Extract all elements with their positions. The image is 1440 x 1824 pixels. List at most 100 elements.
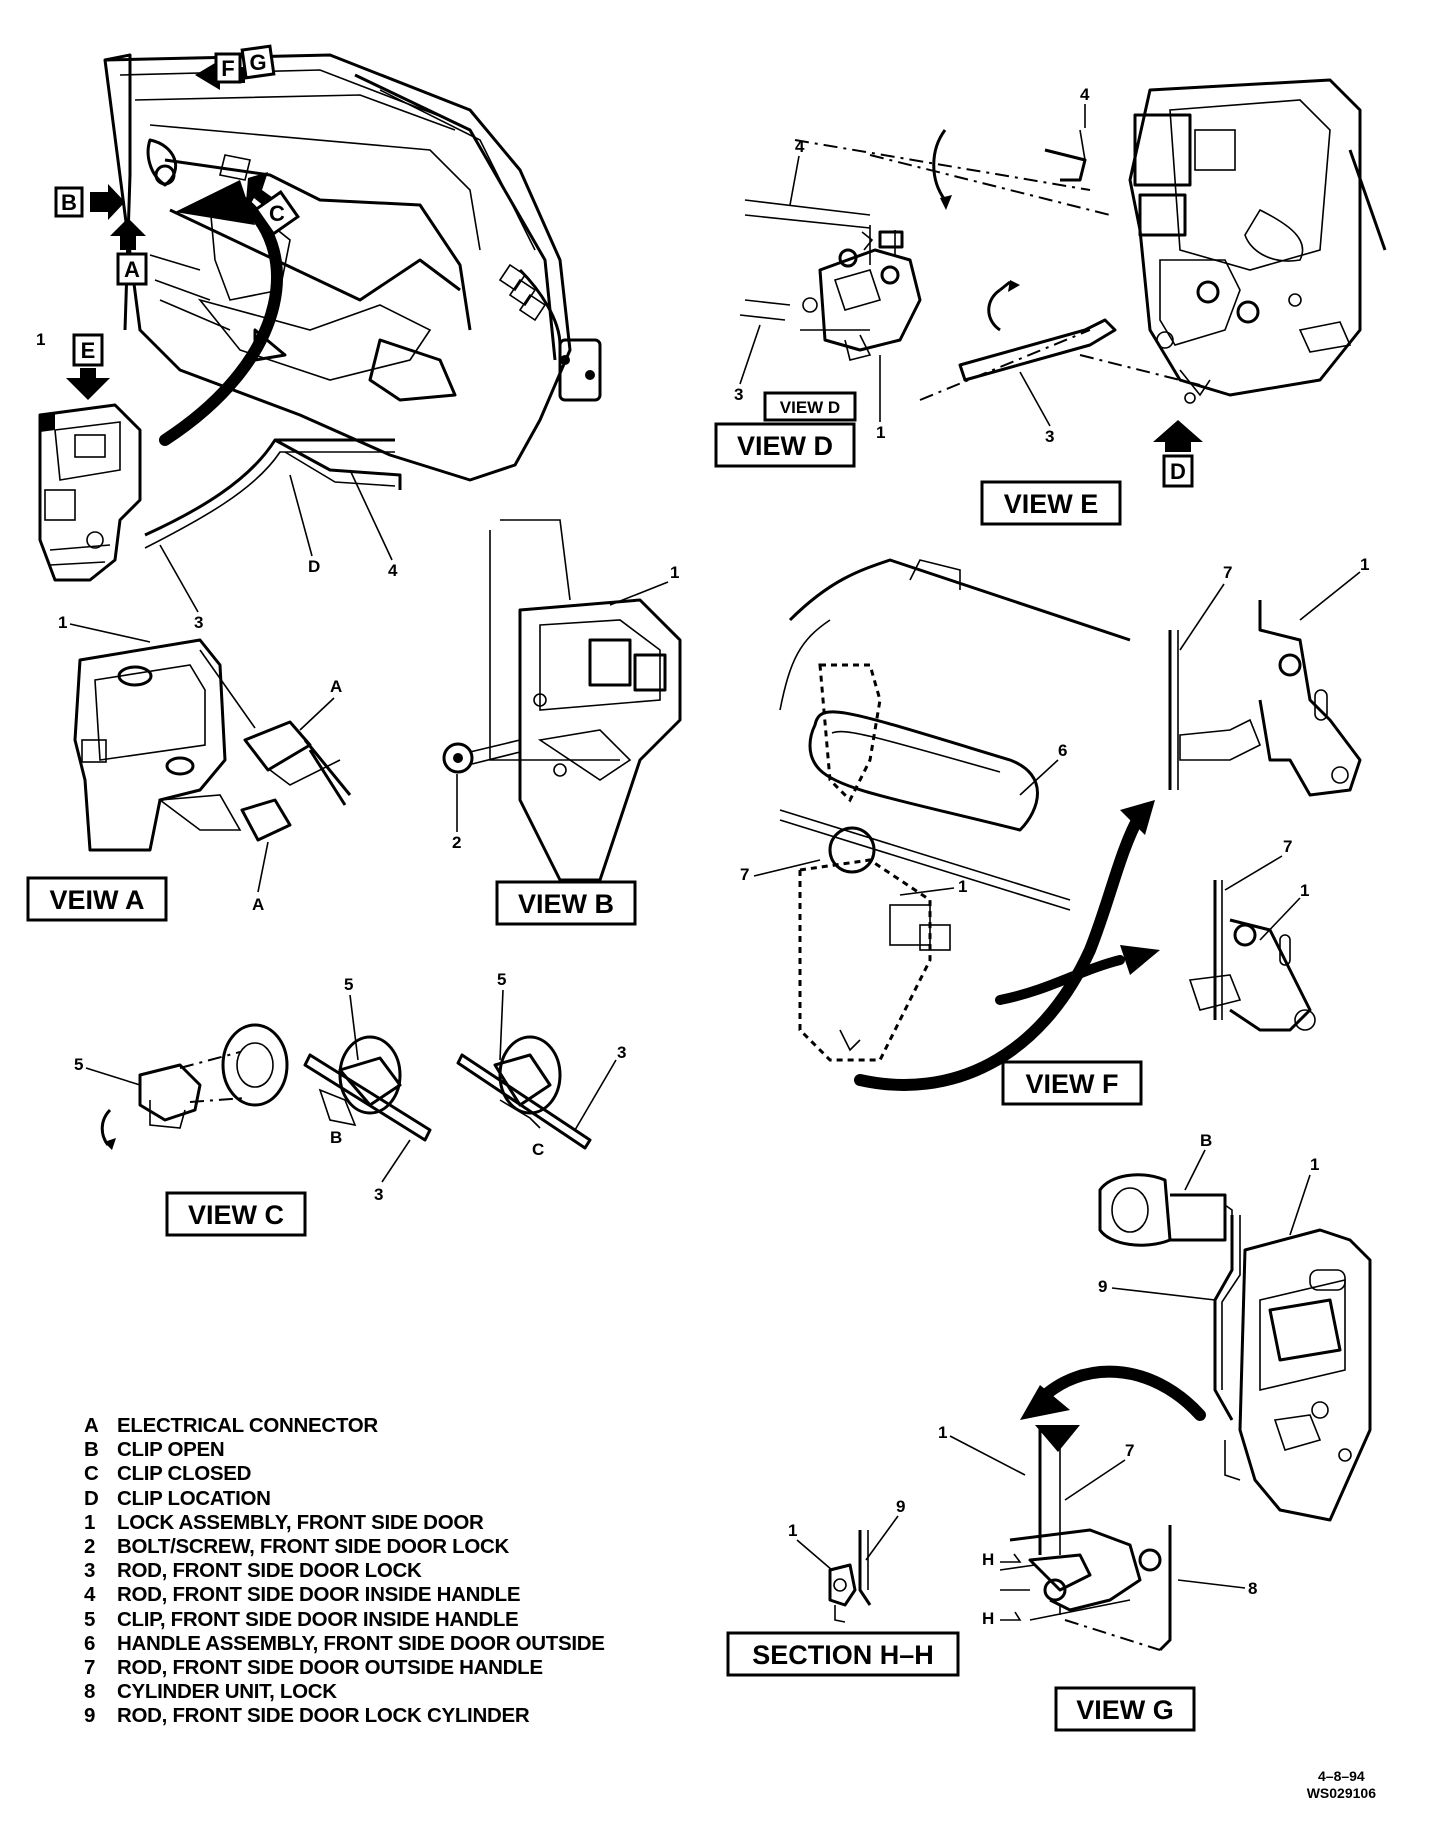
legend-text: ELECTRICAL CONNECTOR [117,1414,378,1437]
view-b-label-box [495,880,637,926]
view-d-inset-box [763,391,857,422]
legend-text: ROD, FRONT SIDE DOOR LOCK CYLINDER [117,1704,530,1728]
legend-item: C CLIP CLOSED [84,1462,605,1486]
callout-viewd-4: 4 [795,137,805,156]
callout-viewe-4: 4 [1080,85,1090,104]
tag-d: D [1170,459,1186,484]
view-b-illustration [442,519,682,882]
parts-legend: A ELECTRICAL CONNECTOR B CLIP OPEN C CLIP CLO… [84,1414,605,1729]
callout-viewc-c: C [532,1140,544,1159]
view-g-label: VIEW G [1076,1695,1174,1725]
view-c-label: VIEW C [188,1200,284,1230]
tag-a: A [124,257,140,282]
callout-viewg-9: 9 [1098,1277,1107,1296]
callout-viewc-3a: 3 [617,1043,626,1062]
callout-viewg-7: 7 [1125,1441,1134,1460]
legend-key: 5 [84,1607,96,1631]
view-e-illustration [794,78,1387,404]
view-f-label: VIEW F [1026,1069,1119,1099]
callout-viewa-1: 1 [58,613,67,632]
view-c-illustration [100,1023,592,1150]
callout-viewg-1: 1 [1310,1155,1319,1174]
legend-text: CLIP LOCATION [117,1486,271,1510]
tag-f: F [221,56,234,81]
callout-viewe-3: 3 [1045,427,1054,446]
legend-text: CLIP CLOSED [117,1462,252,1486]
callout-viewg-h-bottom: H [982,1609,994,1628]
legend-item: 2 BOLT/SCREW, FRONT SIDE DOOR LOCK [84,1535,605,1559]
view-a-label: VEIW A [49,885,144,915]
view-e-label-box [980,480,1122,526]
view-g-illustration [999,1173,1372,1652]
tag-g: G [249,50,266,75]
callout-viewf-6: 6 [1058,741,1067,760]
callout-section-9: 9 [896,1497,905,1516]
callout-viewa-a-top: A [330,677,342,696]
legend-key: D [84,1486,99,1510]
legend-text: ROD, FRONT SIDE DOOR LOCK [117,1559,422,1583]
callout-viewf-1c: 1 [1300,881,1309,900]
arrow-c: C [245,172,300,236]
view-d-inset-label: VIEW D [780,398,840,417]
legend-key: B [84,1438,99,1462]
legend-key: 9 [84,1704,96,1728]
callout-viewc-3b: 3 [374,1185,383,1204]
callout-viewb-2: 2 [452,833,461,852]
legend-text: BOLT/SCREW, FRONT SIDE DOOR LOCK [117,1535,510,1559]
arrow-a: A [110,218,148,286]
legend-key: C [84,1462,99,1486]
view-d-illustration [739,199,922,361]
callout-main-3: 3 [194,613,203,632]
legend-text: ROD, FRONT SIDE DOOR INSIDE HANDLE [117,1583,521,1607]
section-hh-label-box [726,1631,960,1677]
wiring-harness [498,263,602,402]
callout-viewc-b: B [330,1128,342,1147]
callout-viewf-7c: 7 [1283,837,1292,856]
legend-key: A [84,1414,99,1437]
legend-item: B CLIP OPEN [84,1438,605,1462]
main-lock-assembly [38,403,142,582]
callout-viewf-7a: 7 [1223,563,1232,582]
tag-b: B [61,190,77,215]
legend-text: HANDLE ASSEMBLY, FRONT SIDE DOOR OUTSIDE [117,1631,605,1655]
view-e-label: VIEW E [1004,489,1099,519]
view-f-label-box [1001,1060,1143,1106]
callout-main-4: 4 [388,561,398,580]
legend-item: 6 HANDLE ASSEMBLY, FRONT SIDE DOOR OUTSID… [84,1632,605,1656]
drawing-code: 4–8–94 WS029106 [1307,1768,1376,1802]
legend-text: CLIP OPEN [117,1438,225,1462]
callout-main-1: 1 [36,330,45,349]
legend-key: 7 [84,1656,96,1680]
view-a-illustration [73,638,352,852]
drawing-id: WS029106 [1306,1785,1376,1801]
drawing-date: 4–8–94 [1318,1768,1365,1784]
callout-viewf-7b: 7 [740,865,749,884]
callout-viewd-1: 1 [876,423,885,442]
legend-item: 7 ROD, FRONT SIDE DOOR OUTSIDE HANDLE [84,1656,605,1680]
view-a-label-box [26,876,168,922]
callout-viewg-b: B [1200,1131,1212,1150]
callout-viewc-5b: 5 [344,975,353,994]
legend-key: 8 [84,1680,96,1704]
section-hh-label: SECTION H–H [752,1640,934,1670]
view-b-label: VIEW B [518,889,614,919]
legend-key: 2 [84,1535,96,1559]
legend-text: ROD, FRONT SIDE DOOR OUTSIDE HANDLE [117,1656,543,1680]
legend-text: LOCK ASSEMBLY, FRONT SIDE DOOR [117,1510,484,1534]
legend-key: 1 [84,1510,96,1534]
legend-item: 9 ROD, FRONT SIDE DOOR LOCK CYLINDER [84,1704,605,1728]
view-d-label-box [714,422,856,468]
view-c-label-box [165,1191,307,1237]
callout-viewa-a-bottom: A [252,895,264,914]
section-hh-illustration [828,1530,872,1623]
legend-key: 6 [84,1631,96,1655]
callout-viewf-1a: 1 [1360,555,1369,574]
callout-main-d: D [308,557,320,576]
view-d-label: VIEW D [737,431,833,461]
door-assembly-illustration [38,53,602,582]
